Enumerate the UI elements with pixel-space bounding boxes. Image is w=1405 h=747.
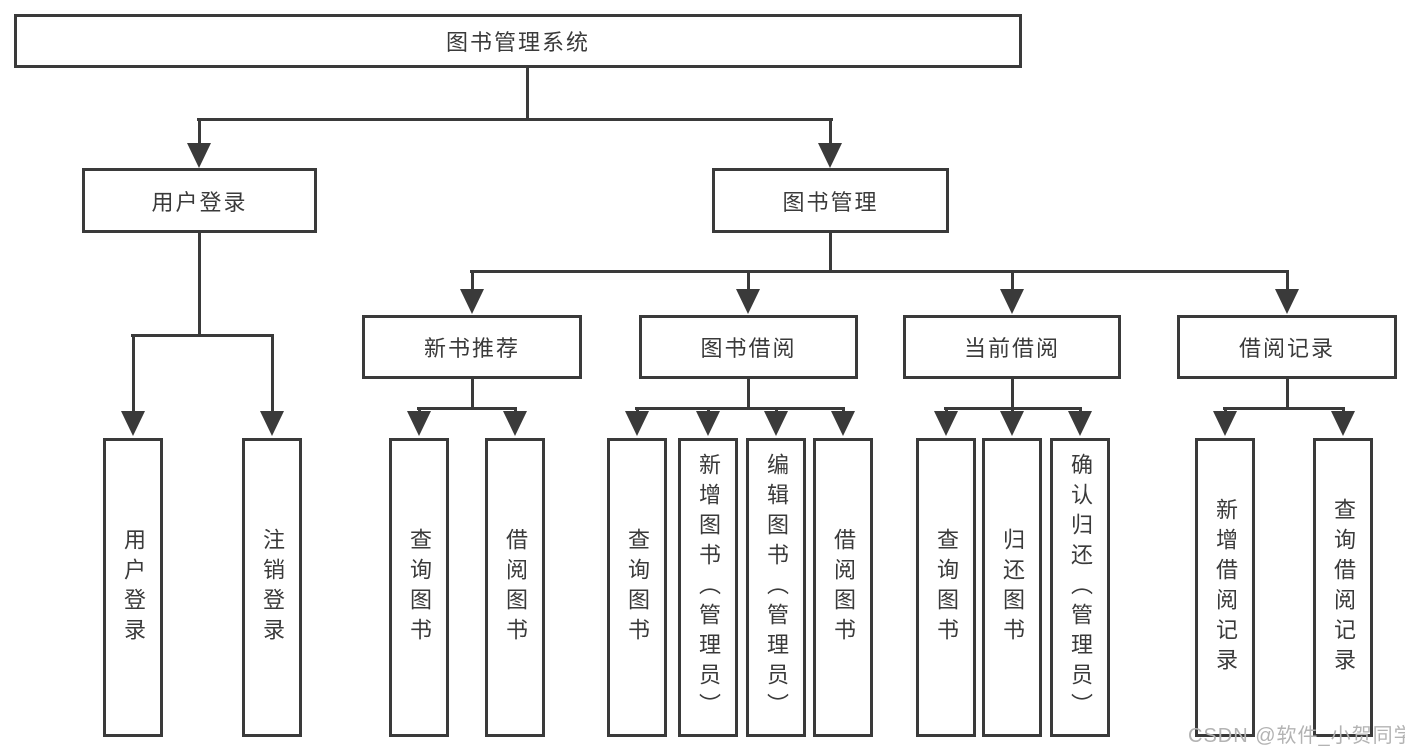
connector-book-borrow-trunk [747, 376, 750, 409]
connector-book-borrow-stem-3 [775, 407, 778, 413]
leaf-add-borrow-record-label: 新增借阅记录 [1213, 497, 1238, 678]
connector-root-bar [197, 118, 833, 121]
connector-book-mgmt-stem-1 [471, 270, 474, 291]
node-new-book-recommend-label: 新书推荐 [423, 336, 520, 361]
arrow-down-icon [460, 289, 484, 314]
leaf-confirm-return-admin-label: 确认归还（管理员） [1068, 452, 1093, 723]
leaf-logout-label: 注销登录 [260, 527, 285, 648]
leaf-borrow-books-1: 借阅图书 [485, 438, 545, 737]
arrow-down-icon [736, 289, 760, 314]
node-current-borrow: 当前借阅 [903, 315, 1121, 379]
arrow-down-icon [503, 411, 527, 436]
node-root: 图书管理系统 [14, 14, 1022, 68]
connector-borrow-records-bar [1223, 407, 1345, 410]
node-new-book-recommend: 新书推荐 [362, 315, 582, 379]
connector-user-login-trunk [198, 231, 201, 336]
leaf-user-login: 用户登录 [103, 438, 163, 737]
arrow-down-icon [1000, 289, 1024, 314]
arrow-down-icon [831, 411, 855, 436]
connector-borrow-records-trunk [1286, 376, 1289, 409]
arrow-down-icon [187, 143, 211, 168]
leaf-borrow-books-1-label: 借阅图书 [503, 527, 528, 648]
node-book-management: 图书管理 [712, 168, 949, 233]
arrow-down-icon [121, 411, 145, 436]
node-book-borrow-label: 图书借阅 [700, 336, 797, 361]
arrow-down-icon [625, 411, 649, 436]
leaf-add-book-admin-label: 新增图书（管理员） [696, 452, 721, 723]
leaf-query-books-3-label: 查询图书 [934, 527, 959, 648]
leaf-logout: 注销登录 [242, 438, 302, 737]
csdn-watermark: CSDN @软件_小贺同学 [1188, 725, 1405, 747]
leaf-query-books-1-label: 查询图书 [407, 527, 432, 648]
connector-root-trunk [526, 66, 529, 119]
arrow-down-icon [764, 411, 788, 436]
connector-new-book-stem-2 [514, 407, 517, 413]
leaf-confirm-return-admin: 确认归还（管理员） [1050, 438, 1110, 737]
node-book-borrow: 图书借阅 [639, 315, 858, 379]
connector-book-mgmt-bar [470, 270, 1289, 273]
leaf-query-borrow-record-label: 查询借阅记录 [1331, 497, 1356, 678]
connector-book-borrow-stem-4 [842, 407, 845, 413]
node-current-borrow-label: 当前借阅 [963, 336, 1060, 361]
node-user-login-label: 用户登录 [151, 189, 248, 215]
node-user-login: 用户登录 [82, 168, 317, 233]
arrow-down-icon [407, 411, 431, 436]
leaf-query-borrow-record: 查询借阅记录 [1313, 438, 1373, 737]
arrow-down-icon [696, 411, 720, 436]
leaf-add-borrow-record: 新增借阅记录 [1195, 438, 1255, 737]
arrow-down-icon [260, 411, 284, 436]
connector-new-book-bar [417, 407, 517, 410]
connector-borrow-records-stem-1 [1224, 407, 1227, 413]
connector-new-book-trunk [471, 376, 474, 409]
leaf-return-book: 归还图书 [982, 438, 1042, 737]
connector-book-borrow-stem-2 [707, 407, 710, 413]
leaf-user-login-label: 用户登录 [121, 527, 146, 648]
connector-book-mgmt-stem-4 [1286, 270, 1289, 291]
node-borrow-records: 借阅记录 [1177, 315, 1397, 379]
leaf-query-books-2: 查询图书 [607, 438, 667, 737]
leaf-return-book-label: 归还图书 [1000, 527, 1025, 648]
arrow-down-icon [934, 411, 958, 436]
arrow-down-icon [818, 143, 842, 168]
leaf-query-books-2-label: 查询图书 [625, 527, 650, 648]
leaf-edit-book-admin-label: 编辑图书（管理员） [764, 452, 789, 723]
leaf-borrow-books-2: 借阅图书 [813, 438, 873, 737]
connector-root-stem-right [829, 118, 832, 145]
connector-user-login-bar [131, 334, 274, 337]
node-book-management-label: 图书管理 [782, 189, 879, 215]
connector-new-book-stem-1 [418, 407, 421, 413]
leaf-add-book-admin: 新增图书（管理员） [678, 438, 738, 737]
connector-book-mgmt-stem-3 [1011, 270, 1014, 291]
connector-root-stem-left [198, 118, 201, 145]
leaf-query-books-1: 查询图书 [389, 438, 449, 737]
arrow-down-icon [1213, 411, 1237, 436]
connector-user-login-stem-left [132, 334, 135, 412]
arrow-down-icon [1331, 411, 1355, 436]
arrow-down-icon [1068, 411, 1092, 436]
node-borrow-records-label: 借阅记录 [1238, 336, 1335, 361]
leaf-query-books-3: 查询图书 [916, 438, 976, 737]
node-root-label: 图书管理系统 [445, 30, 590, 55]
connector-borrow-records-stem-2 [1342, 407, 1345, 413]
connector-book-mgmt-trunk [829, 231, 832, 272]
connector-user-login-stem-right [271, 334, 274, 412]
connector-book-borrow-bar [635, 407, 845, 410]
connector-current-borrow-trunk [1011, 376, 1014, 409]
connector-current-borrow-stem-3 [1079, 407, 1082, 413]
connector-current-borrow-stem-2 [1011, 407, 1014, 413]
connector-book-borrow-stem-1 [636, 407, 639, 413]
arrow-down-icon [1000, 411, 1024, 436]
connector-book-mgmt-stem-2 [747, 270, 750, 291]
connector-current-borrow-stem-1 [945, 407, 948, 413]
arrow-down-icon [1275, 289, 1299, 314]
leaf-edit-book-admin: 编辑图书（管理员） [746, 438, 806, 737]
leaf-borrow-books-2-label: 借阅图书 [831, 527, 856, 648]
